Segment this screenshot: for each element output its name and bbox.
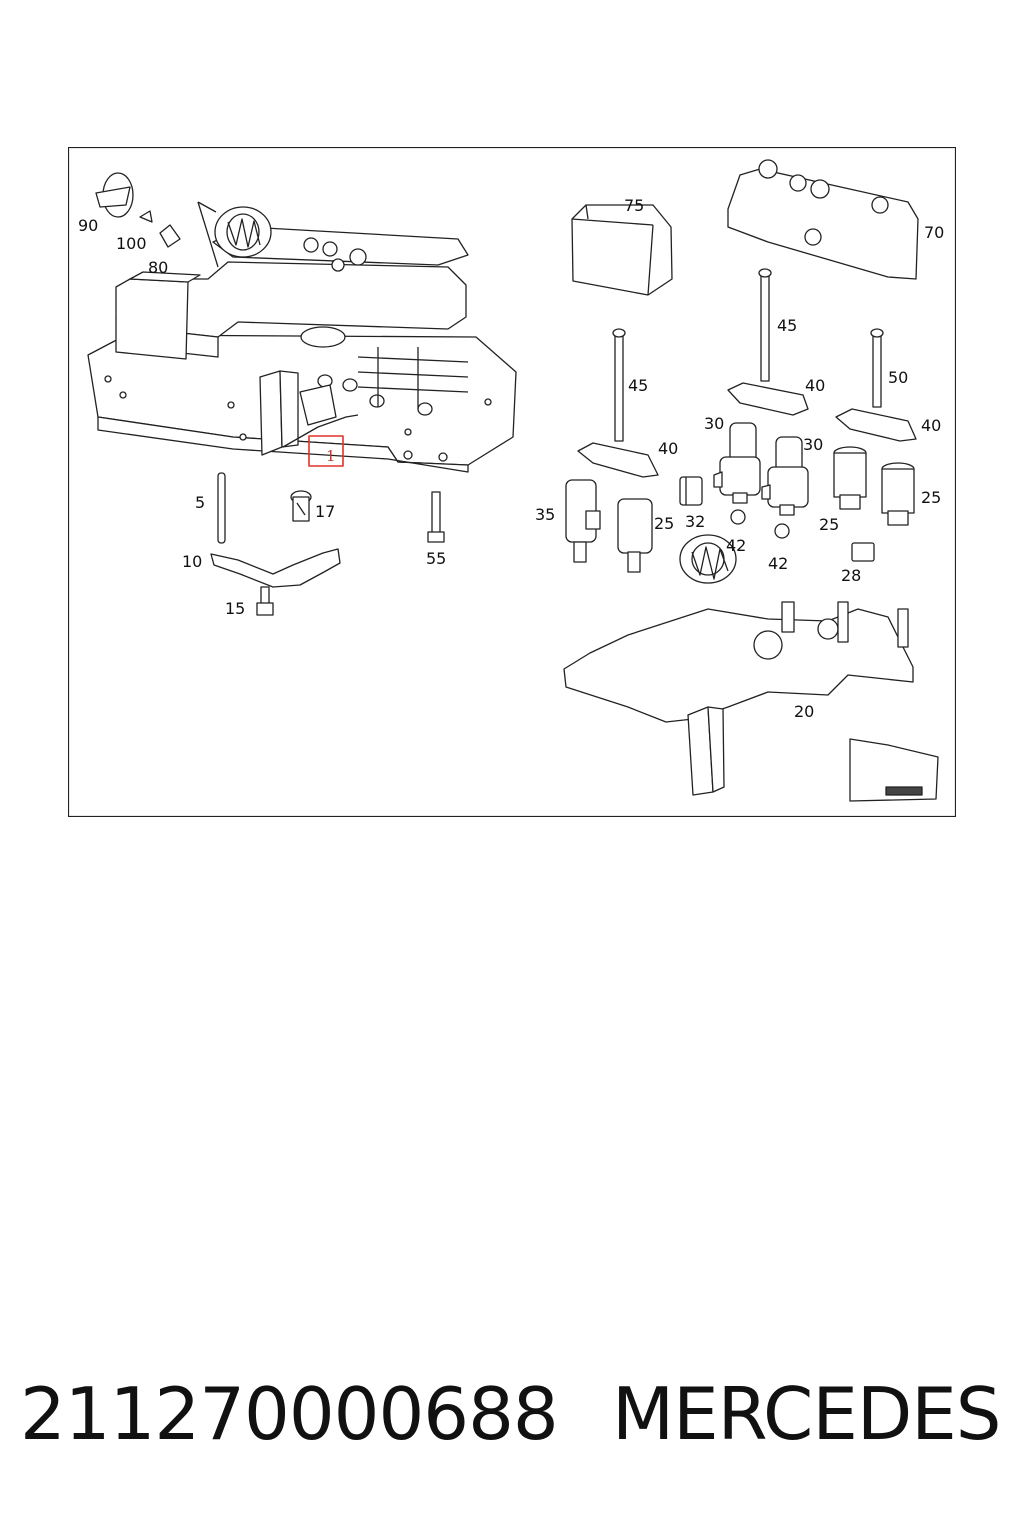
brand-name: MERCEDES	[612, 1372, 1001, 1456]
bolt-part-45-left	[612, 328, 626, 442]
label-42-right: 42	[768, 554, 788, 573]
label-42-left: 42	[726, 536, 746, 555]
label-5: 5	[195, 493, 205, 512]
screw-part-17	[290, 490, 312, 522]
label-90: 90	[78, 216, 98, 235]
solenoid-part-30-right	[761, 436, 809, 516]
valve-body-assembly	[87, 201, 517, 473]
solenoid-part-30-left	[713, 422, 761, 504]
label-40-right: 40	[921, 416, 941, 435]
highlight-box-part-1	[308, 435, 344, 467]
label-100: 100	[116, 234, 147, 253]
clamp-part-40-left	[577, 442, 659, 478]
label-25-left: 25	[654, 514, 674, 533]
parts-90-100-80	[95, 172, 181, 248]
plate-part-70	[727, 159, 919, 280]
label-45-left: 45	[628, 376, 648, 395]
vehicle-location-inset	[849, 738, 939, 802]
label-25-mid: 25	[819, 515, 839, 534]
label-75: 75	[624, 196, 644, 215]
label-10: 10	[182, 552, 202, 571]
solenoid-part-35	[565, 479, 601, 563]
clamp-part-40-mid	[727, 382, 809, 416]
label-70: 70	[924, 223, 944, 242]
label-80: 80	[148, 258, 168, 277]
label-15: 15	[225, 599, 245, 618]
label-17: 17	[315, 502, 335, 521]
label-20: 20	[794, 702, 814, 721]
lever-part-10	[210, 548, 341, 588]
bolt-part-50	[870, 328, 884, 408]
label-35: 35	[535, 505, 555, 524]
washer-part-42-left	[730, 509, 746, 525]
label-28: 28	[841, 566, 861, 585]
diagram-canvas: 90 100 80 1 5 17 55 10 15 75 70 45 45 50…	[68, 147, 956, 817]
part-number: 211270000688	[20, 1372, 559, 1456]
callout-labels: 90 100 80 1 5 17 55 10 15 75 70 45 45 50…	[78, 196, 944, 721]
solenoid-part-25-left	[617, 498, 653, 573]
solenoid-part-25-mid	[833, 446, 867, 510]
label-50: 50	[888, 368, 908, 387]
screw-part-15	[256, 586, 274, 616]
label-40-mid: 40	[805, 376, 825, 395]
label-32: 32	[685, 512, 705, 531]
parts-diagram: 90 100 80 1 5 17 55 10 15 75 70 45 45 50…	[68, 147, 956, 817]
washer-part-42-right	[774, 523, 790, 539]
solenoid-part-25-right	[881, 462, 915, 526]
connector-part-32	[679, 476, 703, 506]
housing-part-20	[563, 534, 914, 796]
label-25-right: 25	[921, 488, 941, 507]
bolt-part-55	[427, 491, 445, 543]
bolt-part-45-right	[758, 268, 772, 382]
pin-part-5	[217, 472, 226, 544]
clamp-part-40-right	[835, 408, 917, 442]
label-45-right: 45	[777, 316, 797, 335]
caption: 211270000688 MERCEDES	[20, 1372, 1010, 1472]
label-30-left: 30	[704, 414, 724, 433]
label-55: 55	[426, 549, 446, 568]
label-40-left: 40	[658, 439, 678, 458]
connector-part-28	[851, 542, 875, 562]
label-30-right: 30	[803, 435, 823, 454]
label-1: 1	[326, 447, 336, 465]
cover-part-75	[571, 204, 673, 296]
